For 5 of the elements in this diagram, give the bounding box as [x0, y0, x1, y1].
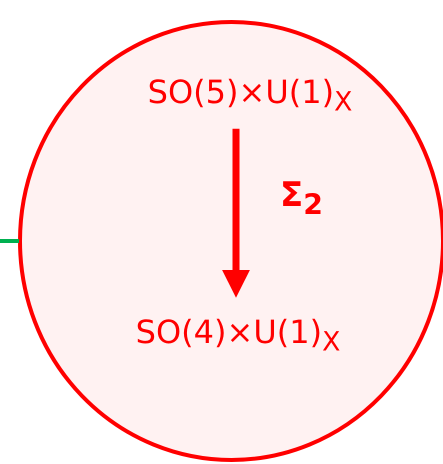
edge-label: Σ$_{2}$	[280, 176, 323, 220]
arrow	[222, 128, 250, 298]
group-label: SO(5)×U(1)$_{X}$	[148, 75, 352, 117]
group-label: SO(4)×U(1)$_{X}$	[136, 315, 340, 357]
connector-line	[0, 239, 19, 243]
